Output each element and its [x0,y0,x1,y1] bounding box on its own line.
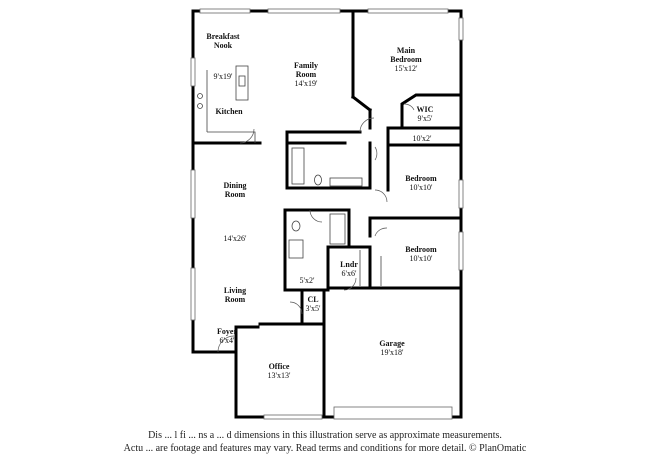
living-room-label-2: Room [225,295,246,304]
laundry-dims: 6'x6' [342,269,357,278]
dining-room-label-2: Room [225,190,246,199]
family-room-dims: 14'x19' [295,79,318,88]
breakfast-nook-label-2: Nook [214,41,233,50]
exterior-walls [191,9,463,419]
disclaimer-line-2: Actu ... are footage and features may va… [123,443,527,454]
wic-dims: 9'x5' [418,114,433,123]
hall-closet-dims: 10'x2' [413,134,432,143]
bath-closet-dims: 5'x2' [300,276,315,285]
garage-dims: 19'x18' [381,348,404,357]
laundry-label: Lndr [340,260,358,269]
dining-room-label-1: Dining [223,181,246,190]
garage-label: Garage [379,339,405,348]
bedroom-2-label: Bedroom [405,174,437,183]
office-dims: 13'x13' [268,371,291,380]
bedroom-2-dims: 10'x10' [410,183,433,192]
doors [217,103,415,353]
wic-label: WIC [417,105,434,114]
coat-closet-dims: 3'x5' [306,304,321,313]
interior-walls [191,9,463,419]
coat-closet-label: CL [307,295,318,304]
foyer-dims: 6'x4' [220,336,235,345]
family-room-label-1: Family [294,61,318,70]
fixtures [197,65,382,286]
room-labels: Breakfast Nook 9'x19' Kitchen Family Roo… [206,32,437,380]
main-bedroom-dims: 15'x12' [395,64,418,73]
family-room-label-2: Room [296,70,317,79]
bedroom-3-dims: 10'x10' [410,254,433,263]
main-bedroom-label-2: Bedroom [390,55,422,64]
windows [190,8,464,420]
breakfast-nook-label-1: Breakfast [206,32,240,41]
living-room-label-1: Living [224,286,246,295]
disclaimer-line-1: Dis ... l fi ... ns a ... d dimensions i… [148,430,502,441]
kitchen-label: Kitchen [215,107,243,116]
main-bedroom-label-1: Main [397,46,416,55]
office-label: Office [269,362,290,371]
foyer-label: Foyer [217,327,237,336]
kitchen-dims: 9'x19' [214,72,233,81]
dining-living-dims: 14'x26' [224,234,247,243]
bedroom-3-label: Bedroom [405,245,437,254]
